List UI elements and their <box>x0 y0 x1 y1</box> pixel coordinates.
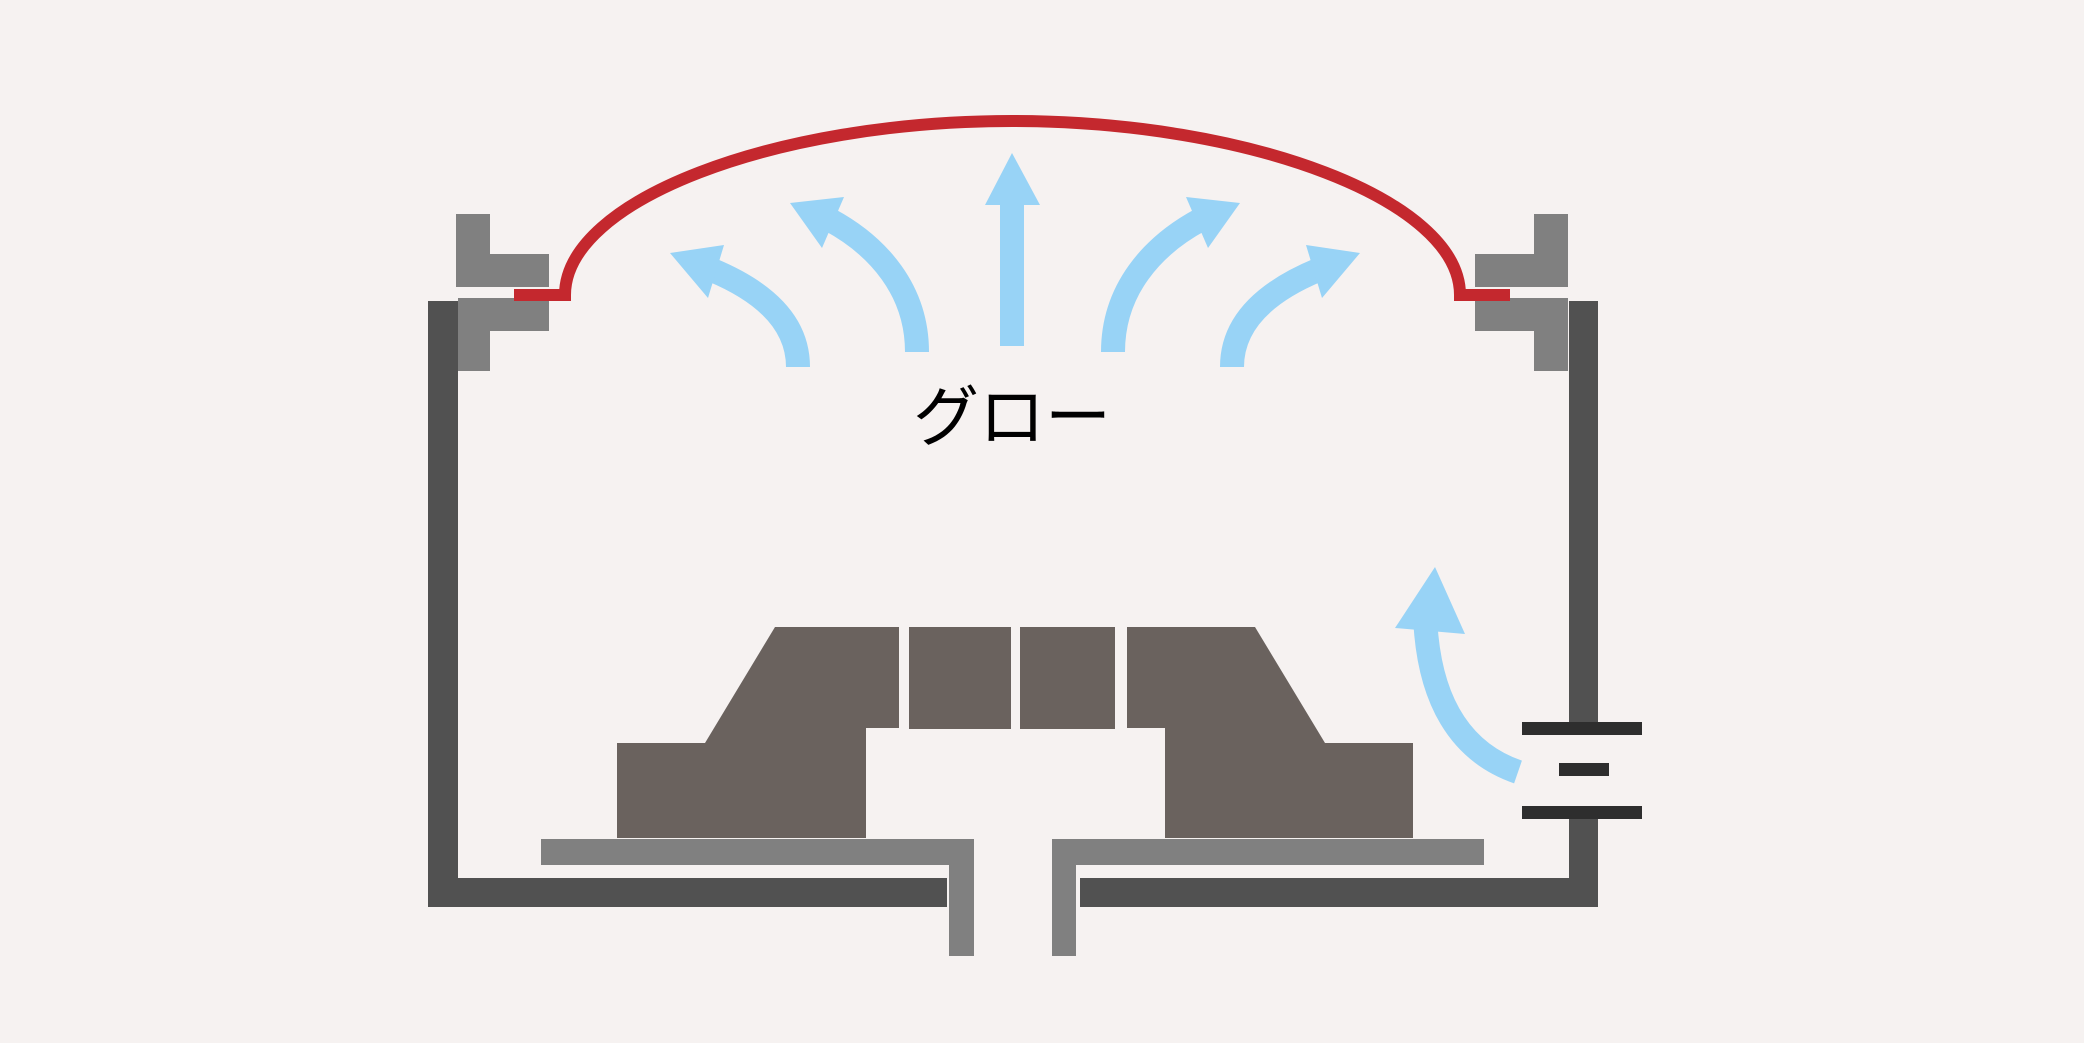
flow-arrowhead-icon <box>1306 245 1360 298</box>
flow-arrowhead-icon <box>1186 197 1240 248</box>
flow-arrowhead-icon <box>790 197 844 248</box>
flow-arrow-icon <box>824 209 929 353</box>
flow-arrowhead-icon <box>985 153 1040 205</box>
flow-arrow-icon <box>1413 614 1523 784</box>
flow-arrowheads <box>670 153 1465 634</box>
target-block-center-right <box>1020 627 1115 729</box>
flange-top-right <box>1475 214 1568 287</box>
power-source-icon <box>1522 722 1642 819</box>
chamber-wall-right <box>1569 301 1598 723</box>
base-plate-right <box>1052 839 1484 956</box>
glow-label: グロー <box>913 379 1111 456</box>
flange-bottom-right <box>1475 298 1568 371</box>
dome <box>514 114 1510 301</box>
target-block-right <box>1127 627 1413 838</box>
base-plate-left <box>541 839 974 956</box>
flange-bottom-left <box>458 298 549 371</box>
flow-arrowhead-icon <box>670 245 724 298</box>
flow-arrow-icon <box>1220 258 1323 368</box>
flange-top-left <box>456 214 549 287</box>
flow-arrowhead-icon <box>1395 567 1465 634</box>
flow-arrow-icon <box>1101 209 1206 353</box>
target-block-center-left <box>909 627 1011 729</box>
flow-arrow-icon <box>707 258 810 368</box>
flow-arrows <box>707 190 1523 784</box>
target-block-left <box>617 627 899 838</box>
chamber-wall-right-lower <box>1080 818 1598 907</box>
